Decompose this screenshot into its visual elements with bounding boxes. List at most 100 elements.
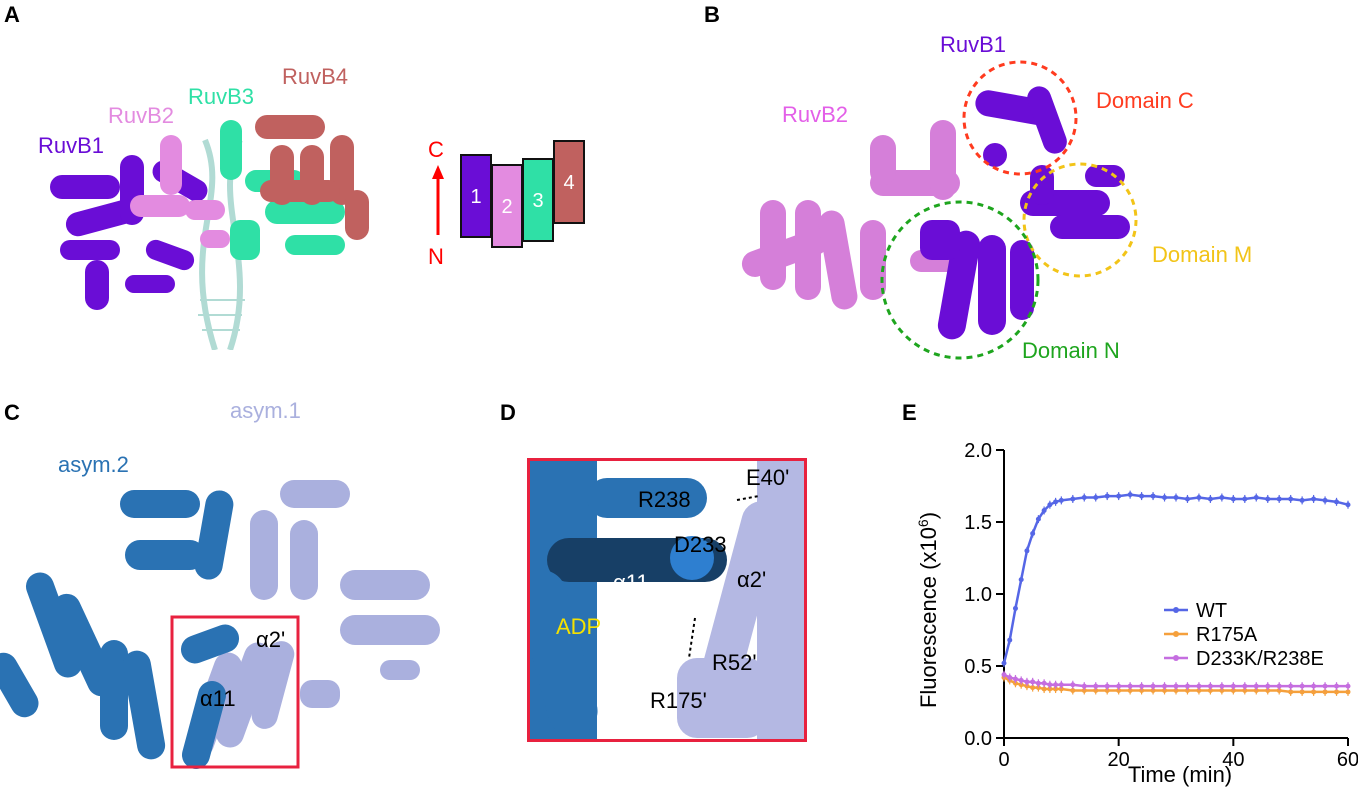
- label-a11-d: α11: [613, 570, 649, 595]
- panel-letter-b: B: [704, 2, 720, 27]
- panel-letter-d: D: [500, 400, 516, 425]
- data-point: [1265, 496, 1271, 502]
- data-point: [1081, 683, 1087, 689]
- ruvb2-helices: [130, 135, 230, 248]
- data-point: [1018, 577, 1024, 583]
- data-point: [1219, 683, 1225, 689]
- data-point: [1299, 497, 1305, 503]
- data-point: [1127, 492, 1133, 498]
- data-point: [1018, 677, 1024, 683]
- axis-label-c: C: [428, 137, 444, 162]
- data-point: [1184, 496, 1190, 502]
- data-point: [1030, 679, 1036, 685]
- data-point: [1230, 496, 1236, 502]
- data-point: [1265, 687, 1271, 693]
- data-point: [1012, 676, 1018, 682]
- data-point: [1041, 686, 1047, 692]
- data-point: [1007, 675, 1013, 681]
- data-point: [1012, 605, 1018, 611]
- x-tick-label: 40: [1222, 749, 1244, 771]
- legend-marker-2: [1173, 655, 1179, 661]
- x-tick-label: 20: [1108, 749, 1130, 771]
- data-point: [1024, 679, 1030, 685]
- y-tick-label: 1.0: [964, 584, 992, 606]
- zoom-frame: [527, 458, 807, 742]
- data-point: [1150, 493, 1156, 499]
- data-point: [1276, 687, 1282, 693]
- label-ruvb3: RuvB3: [188, 84, 255, 109]
- block-1-label: 1: [470, 186, 481, 208]
- data-point: [1139, 687, 1145, 693]
- data-point: [1116, 493, 1122, 499]
- label-domain-n: Domain N: [1022, 338, 1120, 363]
- label-ruvb4: RuvB4: [282, 64, 349, 89]
- data-point: [1081, 687, 1087, 693]
- y-tick-label: 0.0: [964, 728, 992, 750]
- ruvb1-helices: [50, 155, 208, 310]
- data-point: [1207, 687, 1213, 693]
- data-point: [1219, 687, 1225, 693]
- data-point: [1334, 499, 1340, 505]
- data-point: [1288, 683, 1294, 689]
- data-point: [1070, 687, 1076, 693]
- label-r52: R52': [712, 650, 757, 675]
- panel-a-schematic: 1 2 3 4: [432, 140, 585, 248]
- label-asym2: asym.2: [58, 452, 129, 477]
- data-point: [1242, 496, 1248, 502]
- data-point: [1030, 685, 1036, 691]
- asym2-helices: [0, 490, 240, 769]
- data-point: [1276, 496, 1282, 502]
- panel-letter-e: E: [902, 400, 917, 425]
- data-point: [1162, 687, 1168, 693]
- x-axis-label: Time (min): [1128, 762, 1232, 787]
- data-point: [1334, 683, 1340, 689]
- data-point: [1104, 493, 1110, 499]
- data-point: [1035, 516, 1041, 522]
- data-point: [1139, 493, 1145, 499]
- legend-marker-1: [1173, 631, 1179, 637]
- x-tick-label: 0: [998, 749, 1009, 771]
- data-point: [1030, 531, 1036, 537]
- block-4: [553, 140, 585, 224]
- legend-label-1: R175A: [1196, 624, 1258, 646]
- label-e40: E40': [746, 465, 790, 490]
- y-tick-label: 2.0: [964, 440, 992, 462]
- legend-label-2: D233K/R238E: [1196, 648, 1324, 670]
- label-ruvb1: RuvB1: [38, 133, 105, 158]
- data-point: [1116, 687, 1122, 693]
- y-tick-label: 0.5: [964, 656, 992, 678]
- data-point: [1288, 689, 1294, 695]
- domain-n-circle: [880, 200, 1040, 360]
- data-point: [1345, 689, 1351, 695]
- y-tick-label: 1.5: [964, 512, 992, 534]
- data-point: [1012, 680, 1018, 686]
- label-r175: R175': [650, 688, 707, 713]
- asym1-helices-d: [677, 458, 807, 742]
- panel-a-structure: [50, 115, 369, 350]
- zoom-box: [170, 615, 300, 769]
- label-adp: ADP: [556, 614, 602, 639]
- data-point: [1265, 683, 1271, 689]
- label-ruvb2: RuvB2: [108, 103, 175, 128]
- data-point: [1018, 682, 1024, 688]
- block-2-label: 2: [501, 196, 512, 218]
- label-ruvb1-b: RuvB1: [940, 32, 1007, 57]
- ruvb1-helices-b: [920, 86, 1130, 340]
- data-point: [1024, 683, 1030, 689]
- y-axis-label: Fluorescence (x106): [915, 512, 941, 708]
- data-point: [1196, 495, 1202, 501]
- block-3-label: 3: [532, 190, 543, 212]
- data-point: [1253, 495, 1259, 501]
- data-point: [1345, 502, 1351, 508]
- data-point: [1196, 687, 1202, 693]
- data-point: [1311, 683, 1317, 689]
- data-point: [1007, 637, 1013, 643]
- data-point: [1311, 689, 1317, 695]
- label-a11-c: α11: [200, 686, 236, 711]
- data-point: [1024, 548, 1030, 554]
- data-point: [1035, 685, 1041, 691]
- label-d233: D233: [674, 532, 727, 557]
- label-ruvb2-b: RuvB2: [782, 102, 849, 127]
